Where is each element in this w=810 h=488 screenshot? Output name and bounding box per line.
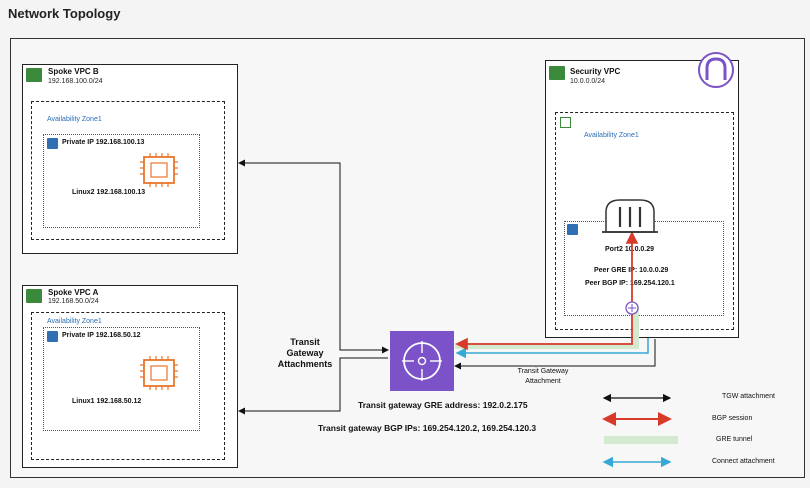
subnet-lock-icon (47, 138, 58, 149)
tgw-attachment-line-a (238, 357, 388, 415)
tgw-attachment-line-b (238, 159, 389, 354)
vpc-cloud-icon (549, 66, 565, 80)
gre-tunnel-line (455, 306, 639, 349)
spoke-vpc-a-cidr: 192.168.50.0/24 (48, 298, 99, 305)
az-label: Availability Zone1 (47, 116, 102, 123)
tgw-attachment-line-security (454, 339, 656, 370)
private-ip-label: Private IP 192.168.50.12 (62, 332, 141, 339)
page-title: Network Topology (8, 6, 121, 21)
subnet-lock-icon (567, 224, 578, 235)
availability-zone-box (31, 312, 225, 460)
spoke-vpc-a (22, 285, 238, 468)
az-label: Availability Zone1 (584, 132, 639, 139)
private-ip-label: Private IP 192.168.100.13 (62, 139, 145, 146)
availability-zone-box (555, 112, 734, 330)
spoke-vpc-b-cidr: 192.168.100.0/24 (48, 78, 103, 85)
transit-gateway-attachment-label: Transit Gateway Attachment (517, 368, 569, 385)
instance-label: Linux1 192.168.50.12 (72, 398, 142, 405)
tgw-bgp-ips: Transit gateway BGP IPs: 169.254.120.2, … (318, 423, 537, 433)
legend-gre-label: GRE tunnel (716, 436, 753, 443)
subnet-lock-icon (47, 331, 58, 342)
security-vpc-cidr: 10.0.0.0/24 (570, 78, 606, 85)
legend-connect-label: Connect attachment (712, 458, 775, 465)
connect-attachment-line (455, 338, 649, 359)
spoke-vpc-a-title: Spoke VPC A (48, 288, 99, 297)
az-lock-icon (560, 117, 571, 128)
subnet-box (43, 134, 200, 228)
instance-label: Linux2 192.168.100.13 (72, 189, 146, 196)
legend-bgp-label: BGP session (712, 415, 753, 422)
firewall-appliance-icon (602, 199, 658, 233)
tgw-gre-address: Transit gateway GRE address: 192.0.2.175 (358, 400, 528, 410)
subnet-box (43, 327, 200, 431)
security-vpc-badge-icon (698, 52, 734, 88)
az-label: Availability Zone1 (47, 318, 102, 325)
network-interface-icon (625, 301, 639, 315)
security-vpc-title: Security VPC (570, 67, 621, 76)
ec2-instance-icon (140, 356, 178, 390)
spoke-vpc-b-title: Spoke VPC B (48, 67, 99, 76)
vpc-cloud-icon (26, 289, 42, 303)
ec2-instance-icon (140, 153, 178, 187)
transit-gateway-icon (390, 331, 454, 391)
bgp-session-line (455, 231, 639, 351)
spoke-vpc-b (22, 64, 238, 254)
vpc-cloud-icon (26, 68, 42, 82)
availability-zone-box (31, 101, 225, 240)
legend-tgw-label: TGW attachment (722, 393, 775, 400)
